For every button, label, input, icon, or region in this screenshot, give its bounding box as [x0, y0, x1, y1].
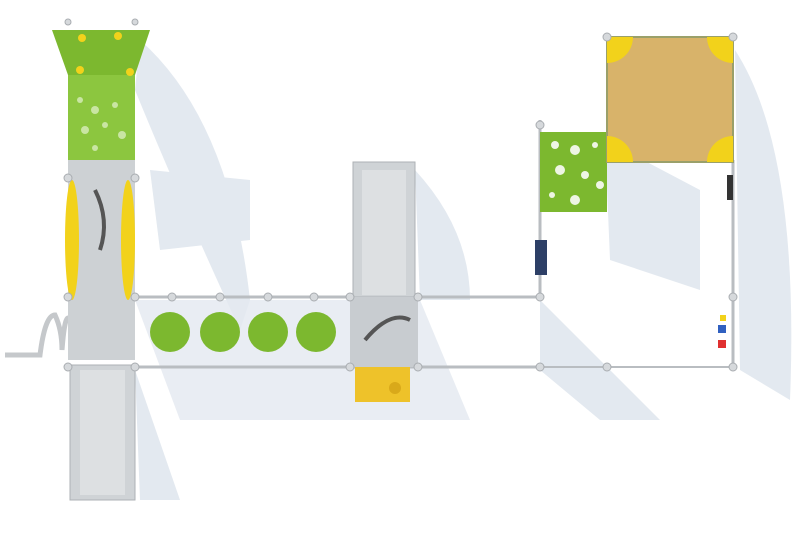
yellow-side-panel-right [121, 180, 135, 300]
yellow-panel [355, 367, 410, 402]
platform [350, 297, 418, 367]
left-tower [52, 30, 150, 501]
sandbox [606, 36, 734, 348]
yellow-side-panel-left [65, 180, 79, 300]
green-roof-panel [52, 30, 150, 75]
green-wall-panel [68, 75, 135, 160]
perforated-panel [535, 132, 607, 275]
posts [63, 18, 738, 372]
bridge-discs [150, 312, 336, 352]
squiggle-bars [5, 312, 73, 358]
middle-tower [350, 161, 418, 402]
